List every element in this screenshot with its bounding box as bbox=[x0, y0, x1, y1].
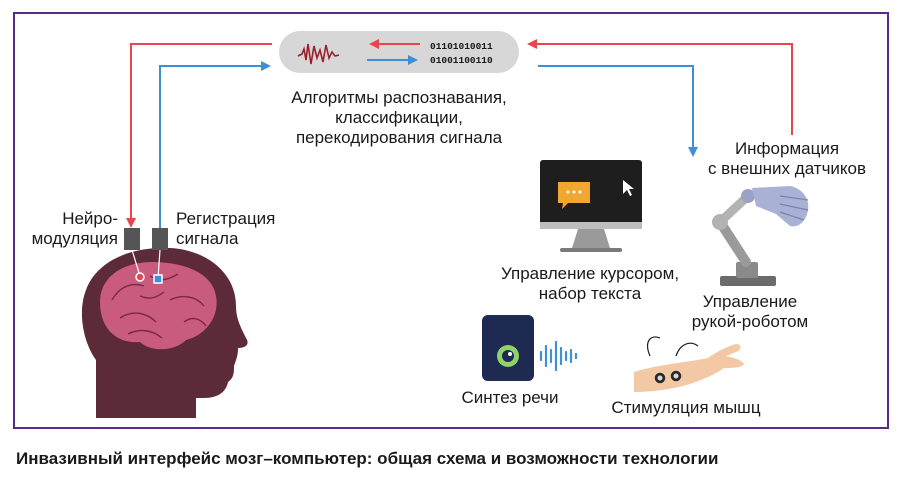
neuromodulation-label: Нейро- модуляция bbox=[31, 209, 118, 248]
cursor-icon bbox=[623, 180, 634, 196]
speech-label: Синтез речи bbox=[461, 388, 559, 407]
brain-icon bbox=[100, 262, 217, 350]
robot-arm-label: Управление рукой-роботом bbox=[691, 292, 809, 331]
cursor-label: Управление курсором, набор текста bbox=[500, 264, 680, 303]
speech-synthesis-icon bbox=[482, 315, 578, 381]
blue-arrow-to-algorithms bbox=[159, 61, 271, 229]
binary-bottom: 01001100110 bbox=[430, 55, 493, 66]
binary-top: 01101010011 bbox=[430, 41, 493, 52]
sound-wave-icon bbox=[539, 340, 578, 372]
monitor-icon bbox=[540, 160, 642, 252]
recording-electrode-icon bbox=[153, 274, 163, 284]
red-arrow-from-sensors bbox=[527, 39, 793, 135]
red-arrow-to-brain bbox=[126, 43, 272, 228]
chat-bubble-icon bbox=[558, 182, 590, 209]
registration-label: Регистрация сигнала bbox=[176, 209, 276, 248]
signal-wave-icon bbox=[297, 43, 340, 65]
sensors-label: Информация с внешних датчиков bbox=[707, 139, 867, 178]
robot-arm-icon bbox=[712, 186, 809, 286]
diagram-frame bbox=[13, 12, 889, 429]
arm-stimulation-icon bbox=[634, 336, 744, 392]
blue-arrow-to-devices bbox=[538, 65, 698, 157]
algorithm-block: 01101010011 01001100110 bbox=[279, 31, 519, 73]
algorithms-label: Алгоритмы распознавания, классификации, … bbox=[291, 88, 507, 147]
head-illustration bbox=[81, 228, 248, 418]
stimulation-electrode-icon bbox=[135, 272, 145, 282]
muscle-label: Стимуляция мышц bbox=[611, 398, 761, 417]
figure-caption: Инвазивный интерфейс мозг–компьютер: общ… bbox=[16, 449, 719, 468]
